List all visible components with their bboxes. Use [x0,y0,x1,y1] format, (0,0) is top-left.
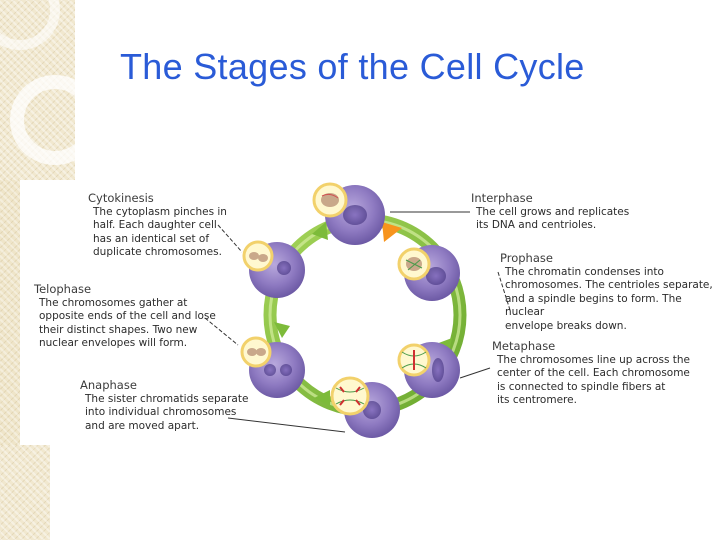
interphase-arrow [382,222,402,242]
stage-name: Metaphase [492,339,556,353]
stage-desc-line: center of the cell. Each chromosome [497,367,690,379]
stage-desc-line: opposite ends of the cell and lose [39,310,216,322]
stage-name: Cytokinesis [88,191,154,205]
leader-prophase [497,271,511,311]
stage-desc-line: The cytoplasm pinches in [93,205,227,218]
stage-name: Interphase [471,191,533,205]
stage-desc-line: their distinct shapes. Two new [39,323,198,336]
stage-name: Telophase [34,282,92,296]
stage-desc-line: its DNA and centrioles. [476,219,597,231]
green-arrow-anaphase [314,390,330,406]
stage-desc-line: nuclear envelopes will form. [39,337,188,349]
stage-desc-line: The sister chromatids separate [85,392,249,405]
stage-desc-line: The chromosomes gather at [39,296,188,309]
decorative-bottom-pattern [0,445,50,540]
stage-desc-line: The chromosomes line up across the [497,353,691,366]
leader-telophase [204,317,239,346]
leader-metaphase [459,367,491,379]
stage-desc-line: and a spindle begins to form. The nuclea… [505,292,682,319]
leader-lines [204,211,511,433]
label-prophase: Prophase The chromatin condenses into ch… [500,251,720,333]
label-interphase: Interphase The cell grows and replicates… [471,191,630,233]
stage-name: Prophase [500,251,553,265]
stage-desc-line: its centromere. [497,394,577,406]
stage-desc-line: has an identical set of [93,232,210,245]
cytokinesis-inset [242,240,274,272]
green-arrow-cytokinesis [312,222,328,240]
label-metaphase: Metaphase The chromosomes line up across… [492,339,691,408]
decorative-ring-top [0,0,60,50]
stage-desc-line: chromosomes. The centrioles separate, [505,279,713,291]
stage-desc-line: into individual chromosomes [85,406,237,418]
label-telophase: Telophase The chromosomes gather at oppo… [34,282,216,351]
anaphase-inset [330,376,370,416]
stage-desc-line: The cell grows and replicates [476,205,630,218]
label-anaphase: Anaphase The sister chromatids separate … [80,378,249,433]
telophase-inset [240,336,272,368]
green-arrow-telophase [274,322,290,338]
slide-title: The Stages of the Cell Cycle [120,46,585,87]
stage-desc-line: half. Each daughter cell [93,219,217,231]
interphase-inset [312,182,348,218]
prophase-inset [397,247,431,281]
label-cytokinesis: Cytokinesis The cytoplasm pinches in hal… [88,191,227,260]
leader-cytokinesis [217,224,243,253]
leader-anaphase [227,417,346,433]
stage-name: Anaphase [80,378,137,392]
stage-desc-line: duplicate chromosomes. [93,246,222,258]
stage-desc-line: The chromatin condenses into [505,265,664,278]
stage-desc-line: envelope breaks down. [505,319,627,332]
metaphase-inset [397,343,431,377]
stage-desc-line: is connected to spindle fibers at [497,380,666,393]
stage-desc-line: and are moved apart. [85,419,200,432]
